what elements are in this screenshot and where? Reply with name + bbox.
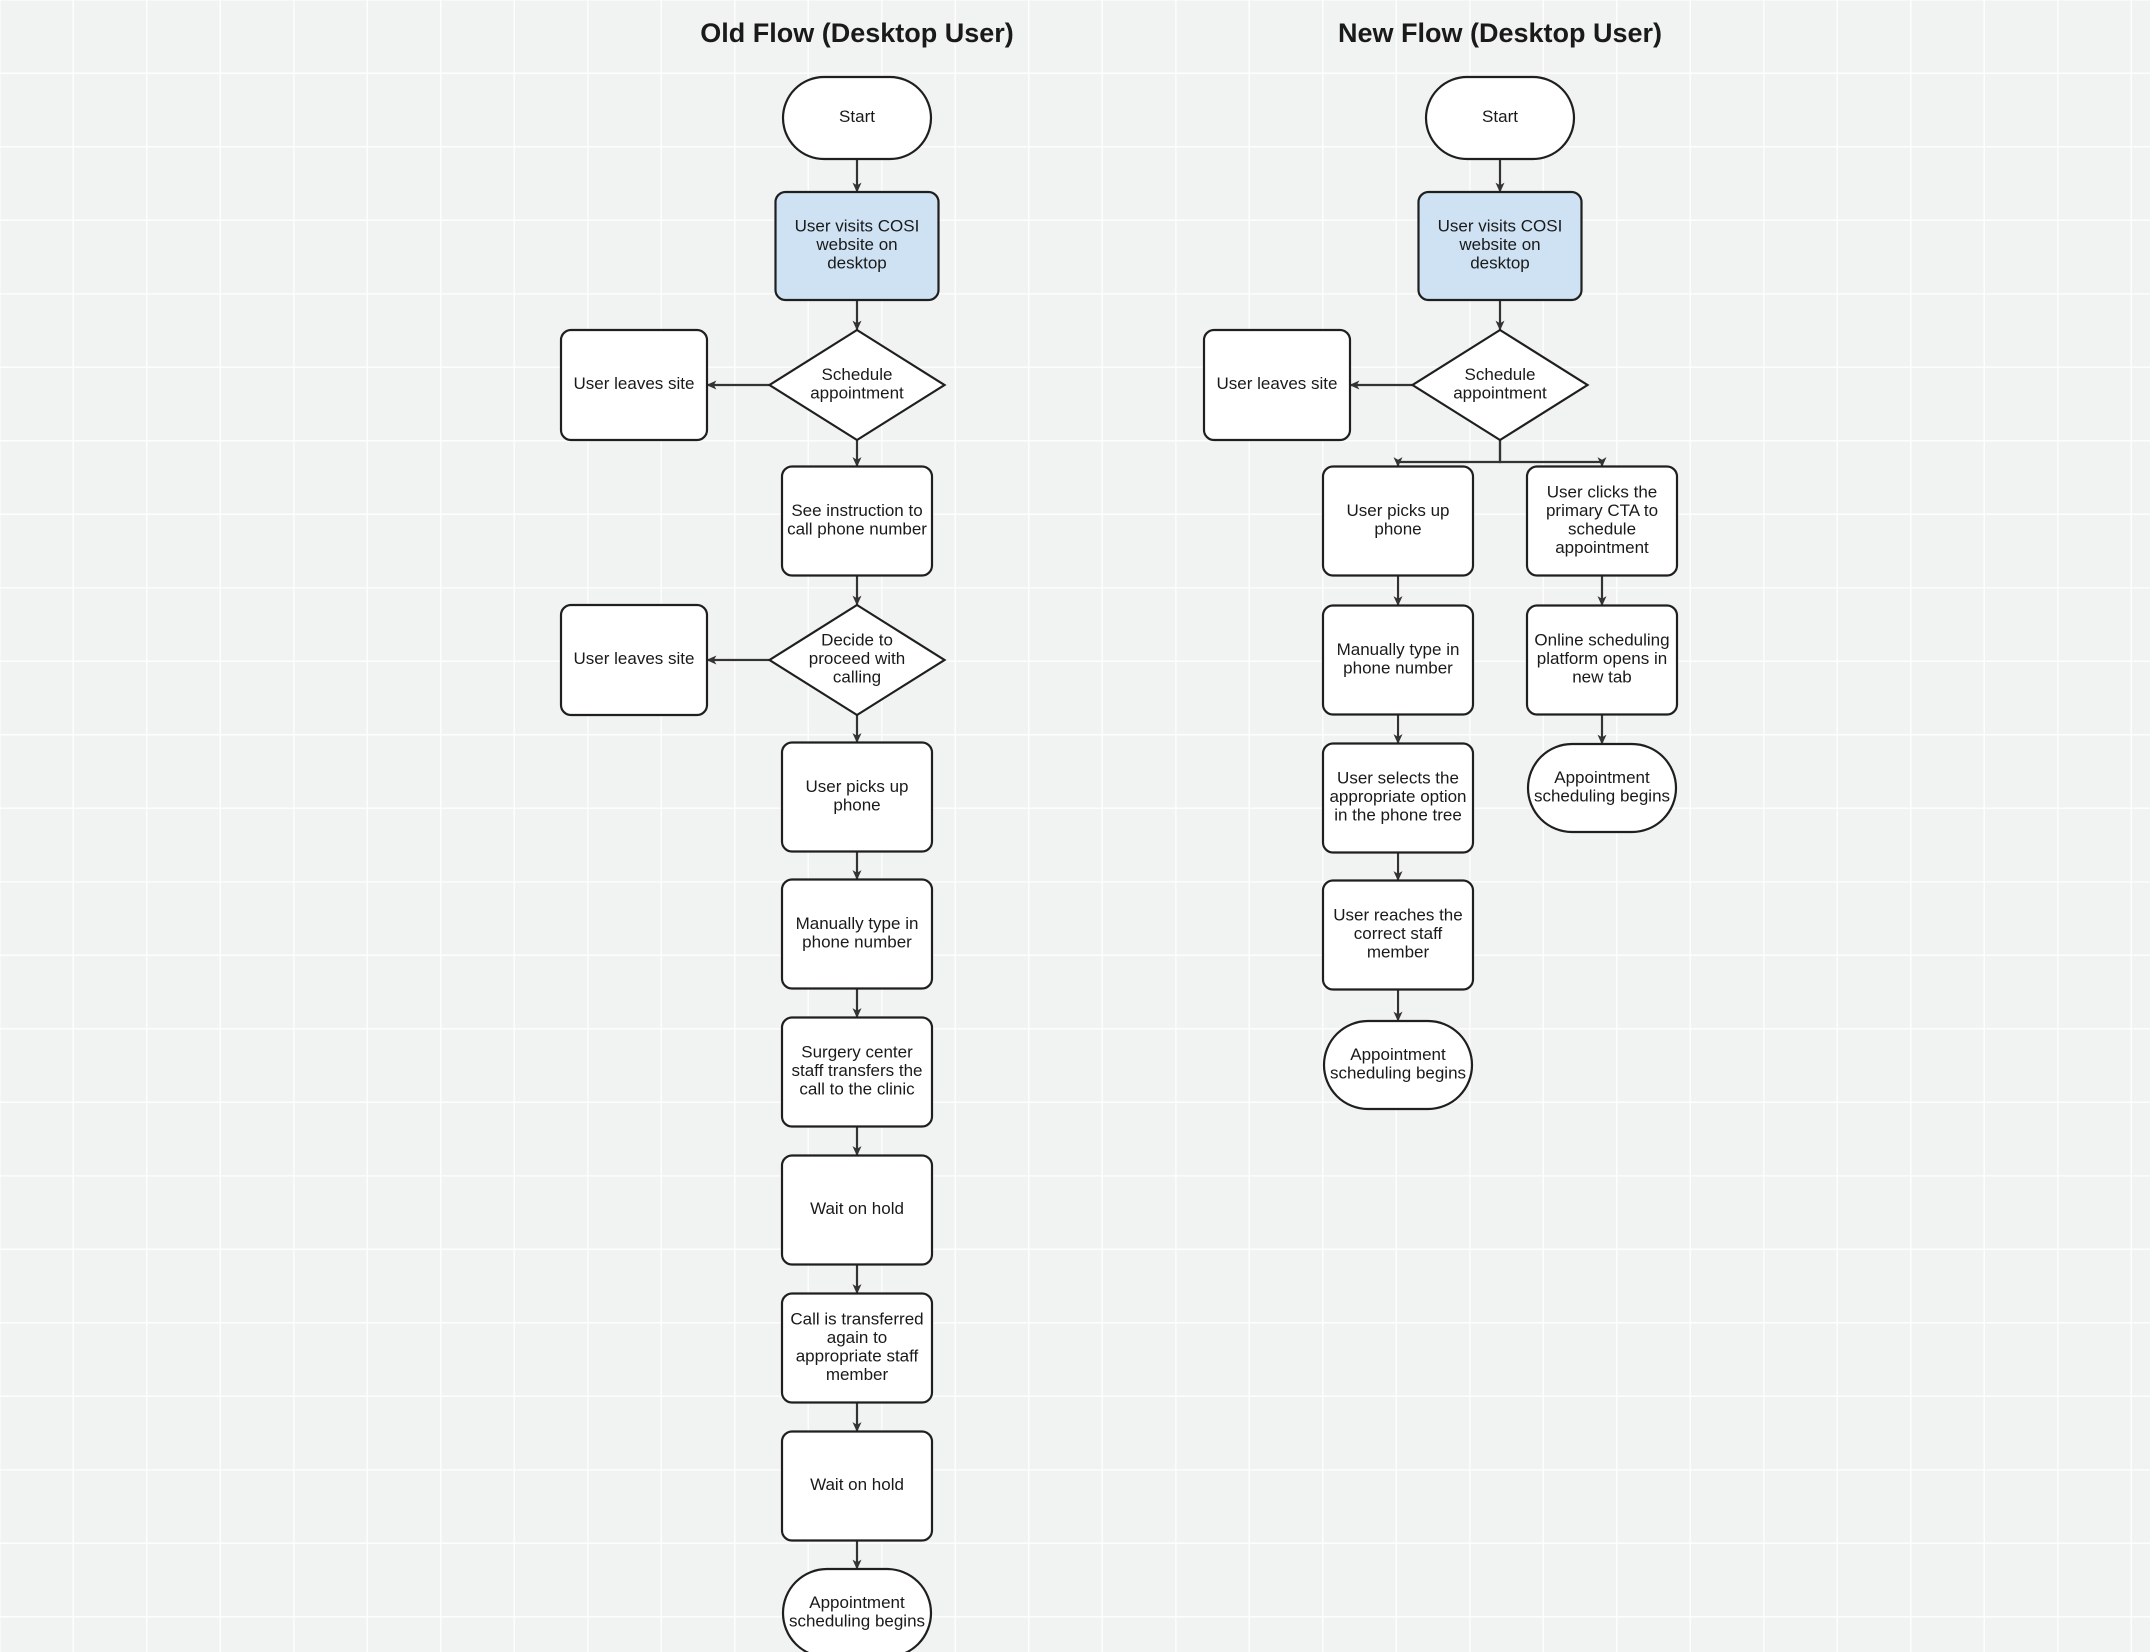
flow-title-new-flow: New Flow (Desktop User) (1338, 18, 1662, 48)
process-box (780, 465, 934, 577)
node-label: User leaves site (574, 649, 695, 668)
process-box (1321, 465, 1475, 577)
process-box (1321, 742, 1475, 854)
decision-diamond (767, 603, 947, 717)
flow-node-old-start[interactable]: Start (781, 75, 933, 161)
process-box (780, 1154, 934, 1266)
flow-node-new-leaves[interactable]: User leaves site (1202, 328, 1352, 442)
titles-layer: Old Flow (Desktop User) New Flow (Desktop… (700, 18, 1662, 48)
flow-connector (1498, 440, 1607, 468)
process-box (1321, 604, 1475, 716)
terminator-shape (781, 1567, 933, 1652)
node-label: Wait on hold (810, 1475, 904, 1494)
terminator-shape (781, 75, 933, 161)
edges-layer (706, 159, 1607, 1570)
node-label: User leaves site (1217, 374, 1338, 393)
flow-node-old-leaves-1[interactable]: User leaves site (559, 328, 709, 442)
node-label: User leaves site (574, 374, 695, 393)
process-box (1417, 190, 1583, 302)
flow-connector (1393, 440, 1502, 468)
node-label: Wait on hold (810, 1199, 904, 1218)
flow-node-old-hold-1[interactable]: Wait on hold (780, 1154, 934, 1266)
terminator-shape (1526, 742, 1678, 834)
process-box (1202, 328, 1352, 442)
process-box (780, 741, 934, 853)
decision-diamond (1410, 328, 1590, 442)
process-box (559, 603, 709, 717)
terminator-shape (1424, 75, 1576, 161)
process-box (1525, 604, 1679, 716)
process-box (1321, 879, 1475, 991)
flow-title-old-flow: Old Flow (Desktop User) (700, 18, 1014, 48)
flow-node-new-start[interactable]: Start (1424, 75, 1576, 161)
terminator-shape (1322, 1019, 1474, 1111)
process-box (780, 1430, 934, 1542)
process-box (559, 328, 709, 442)
node-label: Start (1482, 107, 1518, 126)
flow-node-old-hold-2[interactable]: Wait on hold (780, 1430, 934, 1542)
flow-node-old-leaves-2[interactable]: User leaves site (559, 603, 709, 717)
process-box (1525, 465, 1679, 577)
node-label: Start (839, 107, 875, 126)
decision-diamond (767, 328, 947, 442)
process-box (780, 878, 934, 990)
process-box (774, 190, 940, 302)
process-box (780, 1016, 934, 1128)
process-box (780, 1292, 934, 1404)
